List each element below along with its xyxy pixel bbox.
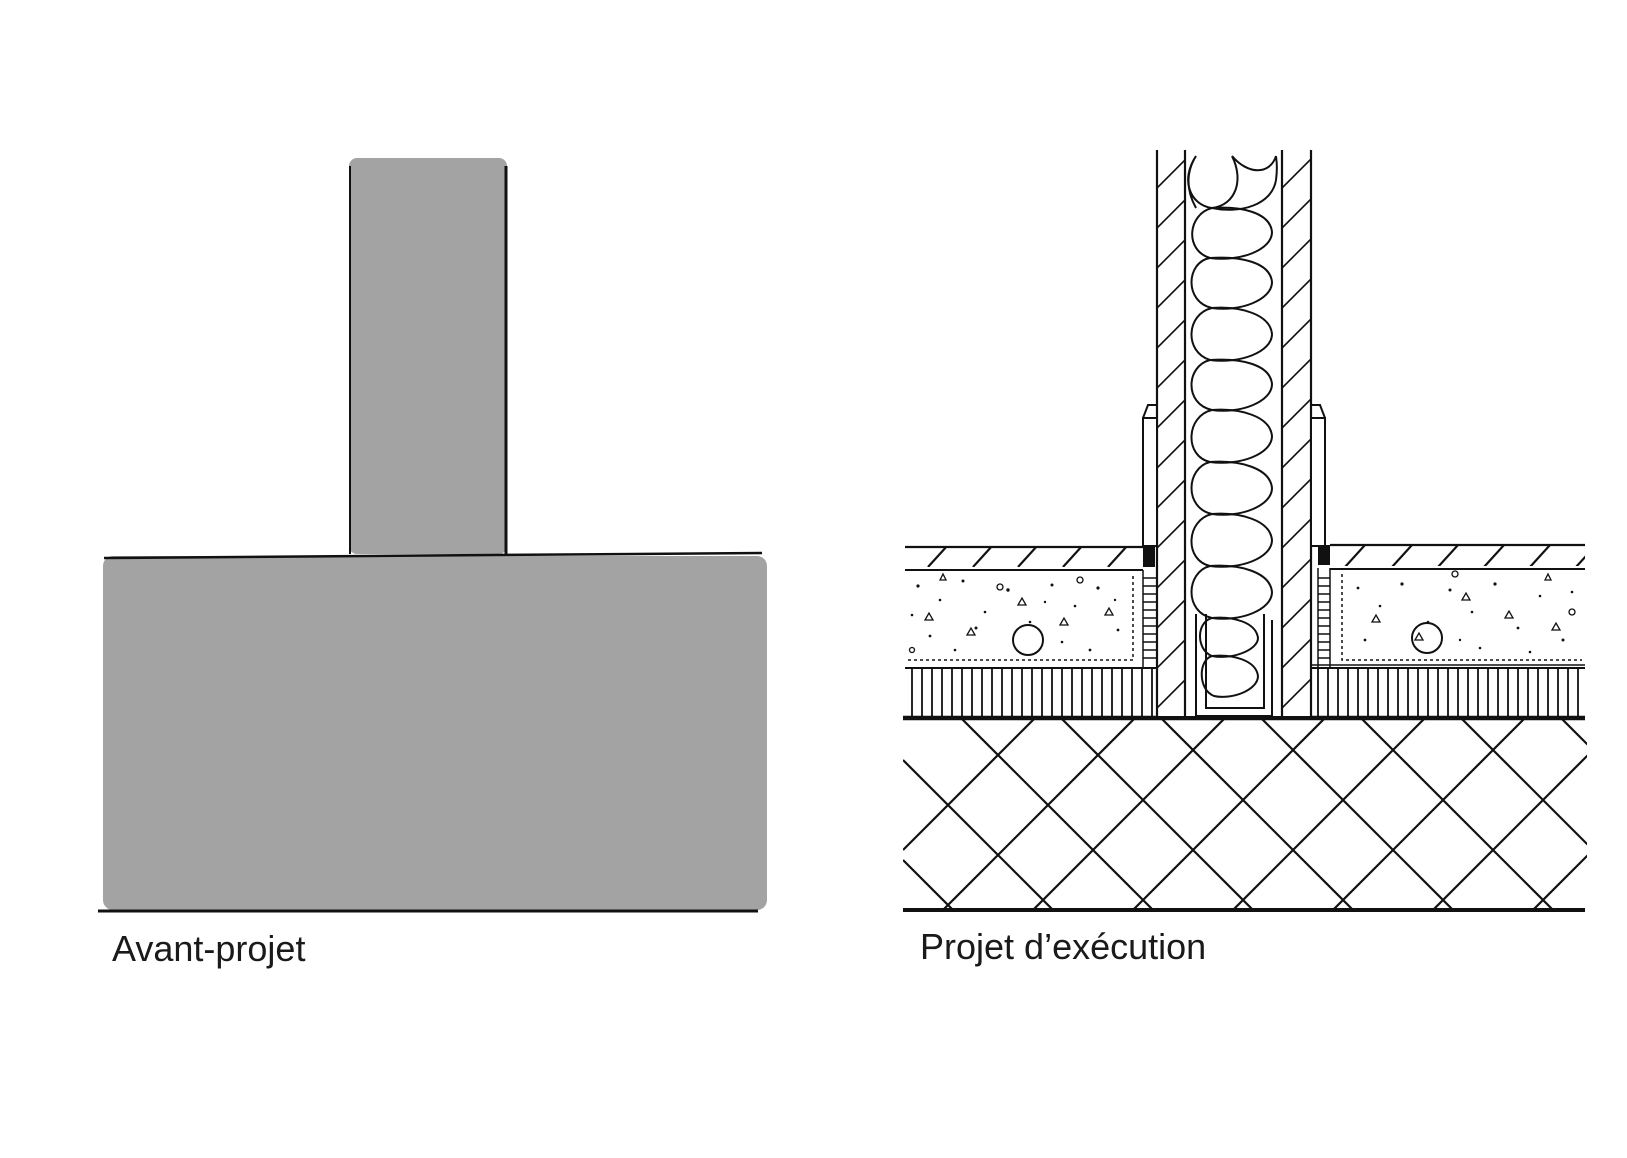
heating-pipe-icon	[1012, 624, 1044, 656]
wall-block	[349, 158, 507, 554]
caption-avant-projet: Avant-projet	[112, 928, 306, 969]
caption-projet-execution: Projet d’exécution	[920, 926, 1207, 967]
wall-insulation-loops	[1190, 206, 1274, 698]
joint-block-right	[1318, 545, 1330, 565]
slab-block	[103, 556, 767, 910]
skirting-left	[1142, 417, 1158, 547]
screed-stipple-icon	[905, 568, 1585, 661]
earth-crosshatch-icon	[903, 718, 1587, 910]
wall-section	[1142, 150, 1326, 717]
skirting-right	[1310, 417, 1326, 547]
insulation-hatch-icon	[905, 664, 1585, 716]
edge-strip-left	[1142, 570, 1158, 668]
heating-pipe-icon-right	[1411, 622, 1443, 654]
plasterboard-hatch-right	[1282, 158, 1311, 709]
tile-layer	[905, 543, 1585, 567]
joint-block-left	[1143, 547, 1155, 567]
edge-strip-right	[1317, 568, 1331, 668]
projet-execution-drawing	[903, 150, 1587, 912]
plasterboard-hatch-left	[1157, 159, 1185, 709]
bottom-rail-icon	[1195, 614, 1273, 717]
avant-projet-drawing	[98, 158, 767, 913]
slab-top-line	[103, 551, 763, 560]
